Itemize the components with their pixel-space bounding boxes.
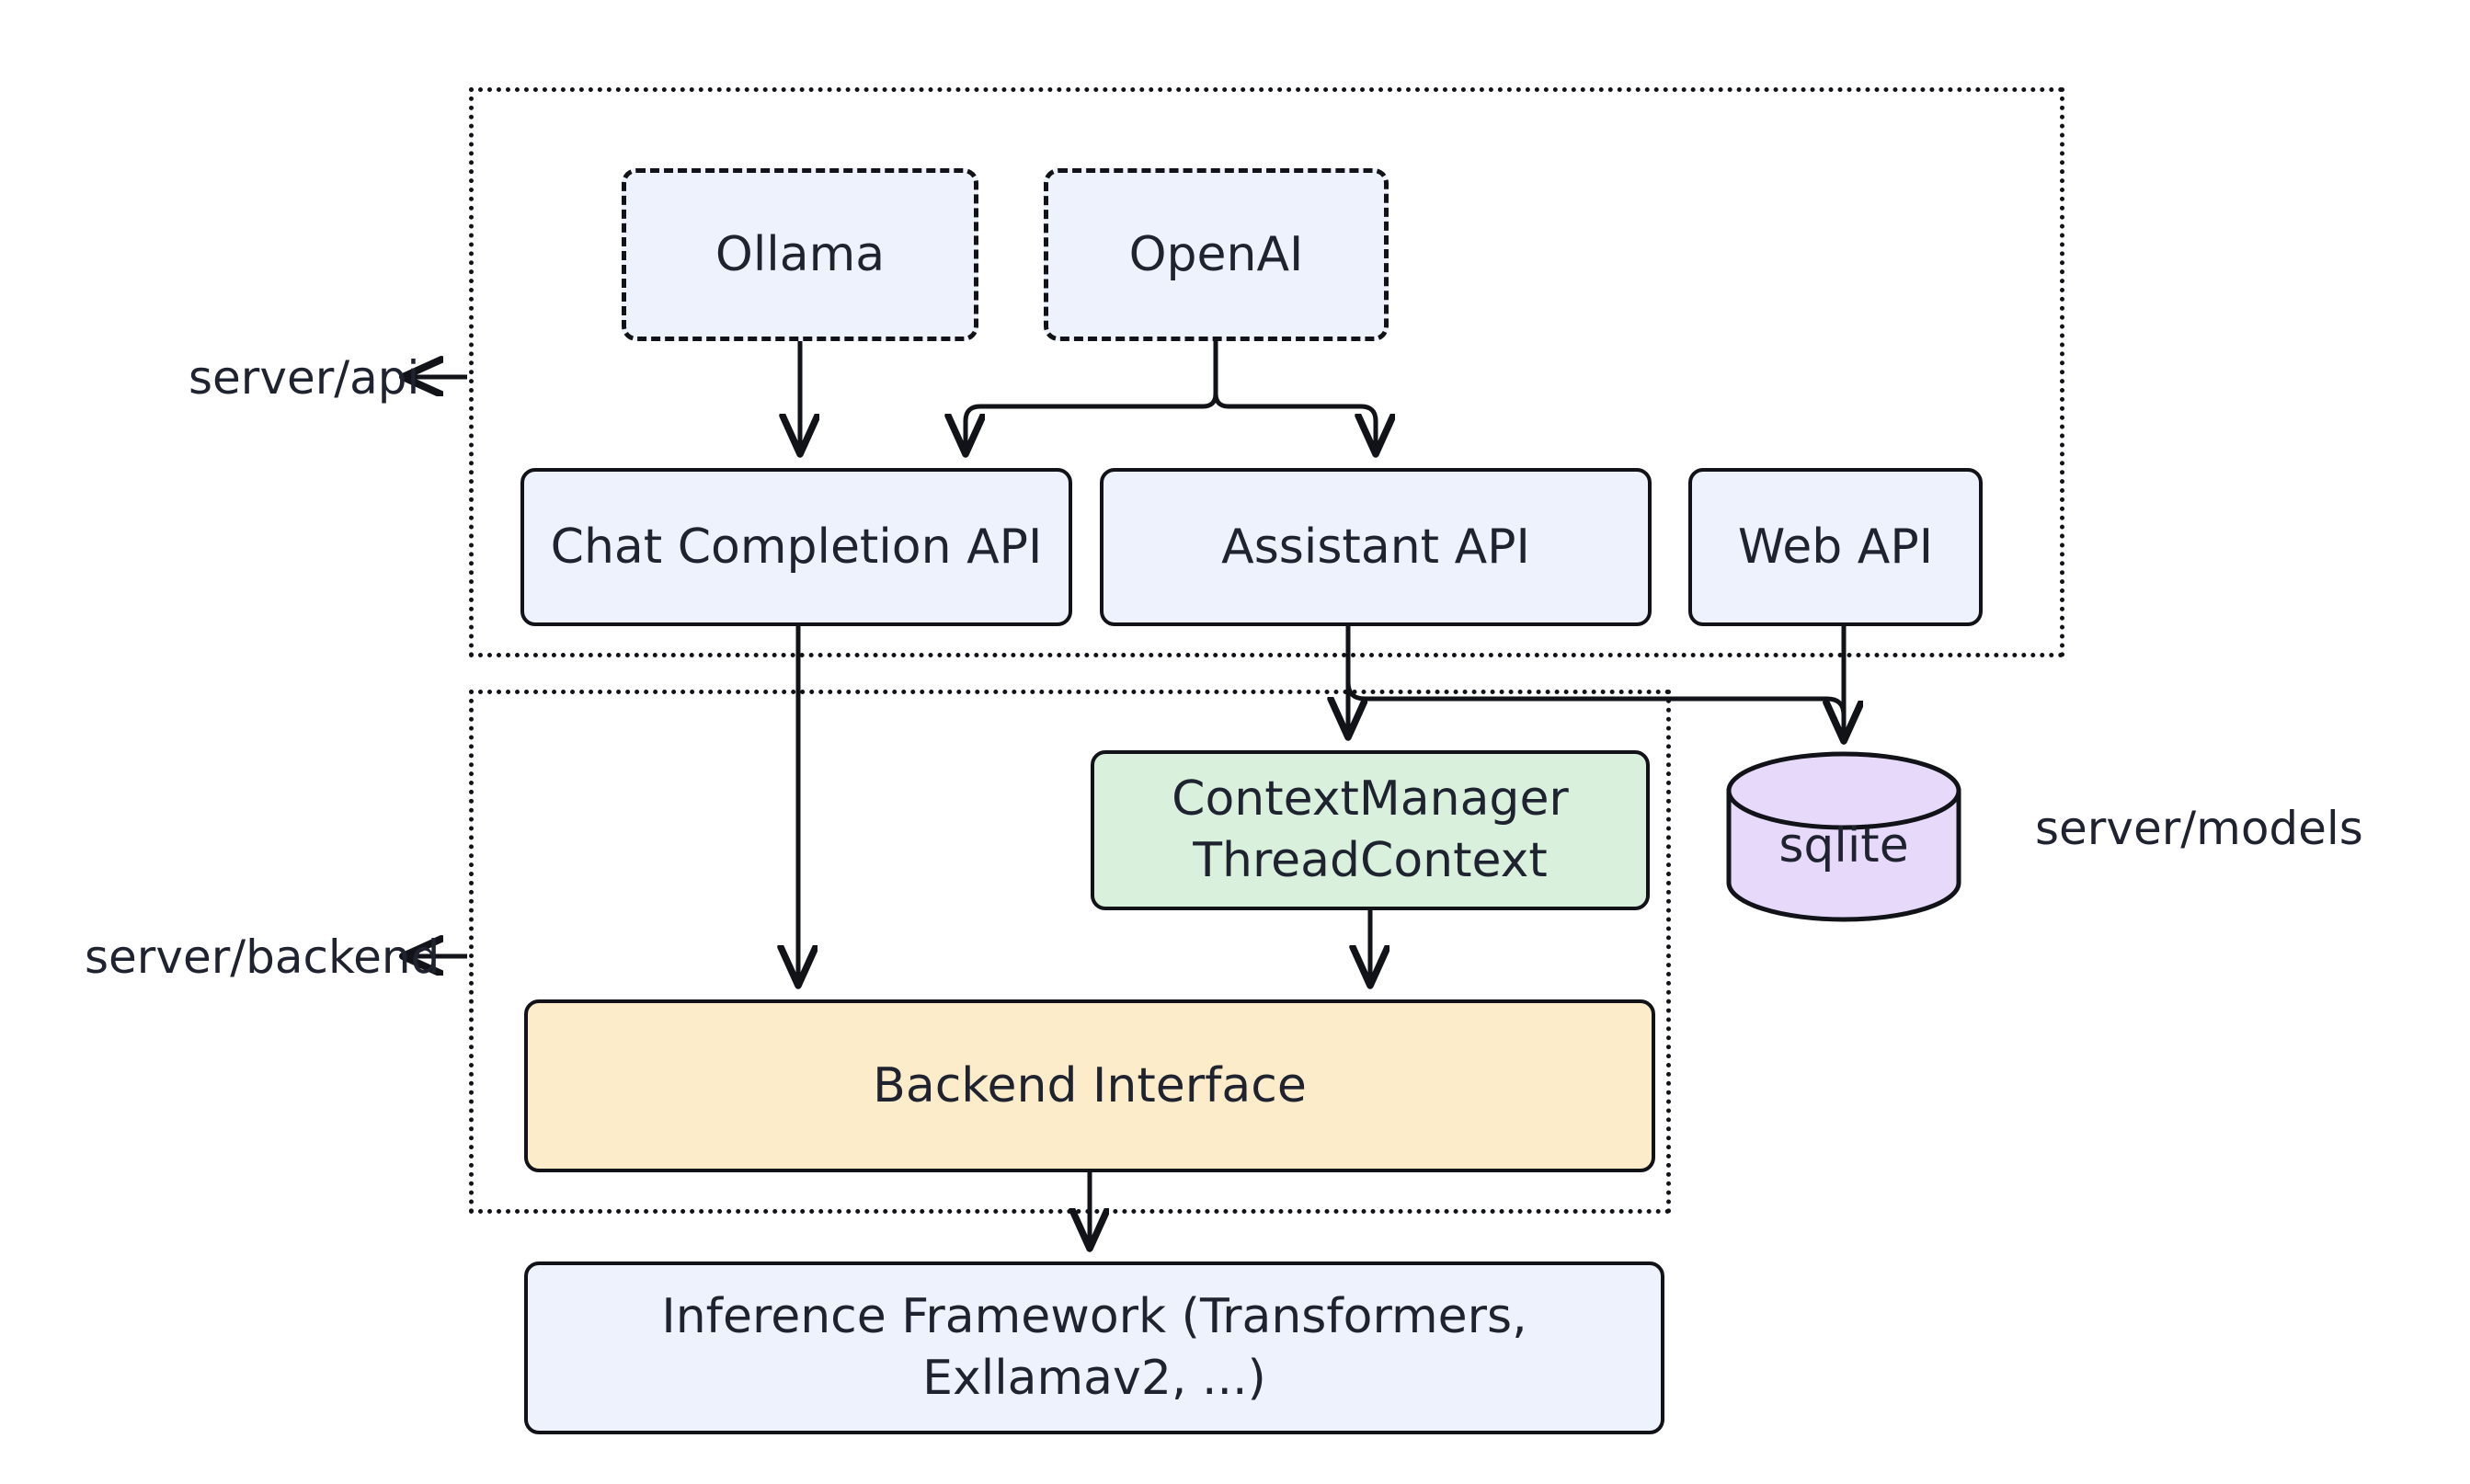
node-inference-framework[interactable]: Inference Framework (Transformers, Exlla…: [524, 1261, 1664, 1434]
group-label-server-backend: server/backend: [85, 930, 440, 984]
node-web-api[interactable]: Web API: [1688, 468, 1983, 626]
group-label-server-api: server/api: [189, 351, 420, 405]
node-context-manager[interactable]: ContextManager ThreadContext: [1091, 750, 1650, 910]
group-server-backend: [469, 690, 1671, 1214]
node-assistant-api[interactable]: Assistant API: [1100, 468, 1652, 626]
group-label-server-models: server/models: [2035, 802, 2363, 855]
edge-layer: [405, 341, 1844, 1247]
node-chat-completion-api[interactable]: Chat Completion API: [520, 468, 1072, 626]
sqlite-cylinder-shape: [1726, 751, 1961, 922]
edge-openai-to-assistant-api: [1213, 341, 1376, 452]
node-openai[interactable]: OpenAI: [1044, 168, 1389, 341]
node-backend-interface[interactable]: Backend Interface: [524, 999, 1655, 1172]
node-ollama[interactable]: Ollama: [622, 168, 978, 341]
group-server-api: [469, 87, 2064, 657]
